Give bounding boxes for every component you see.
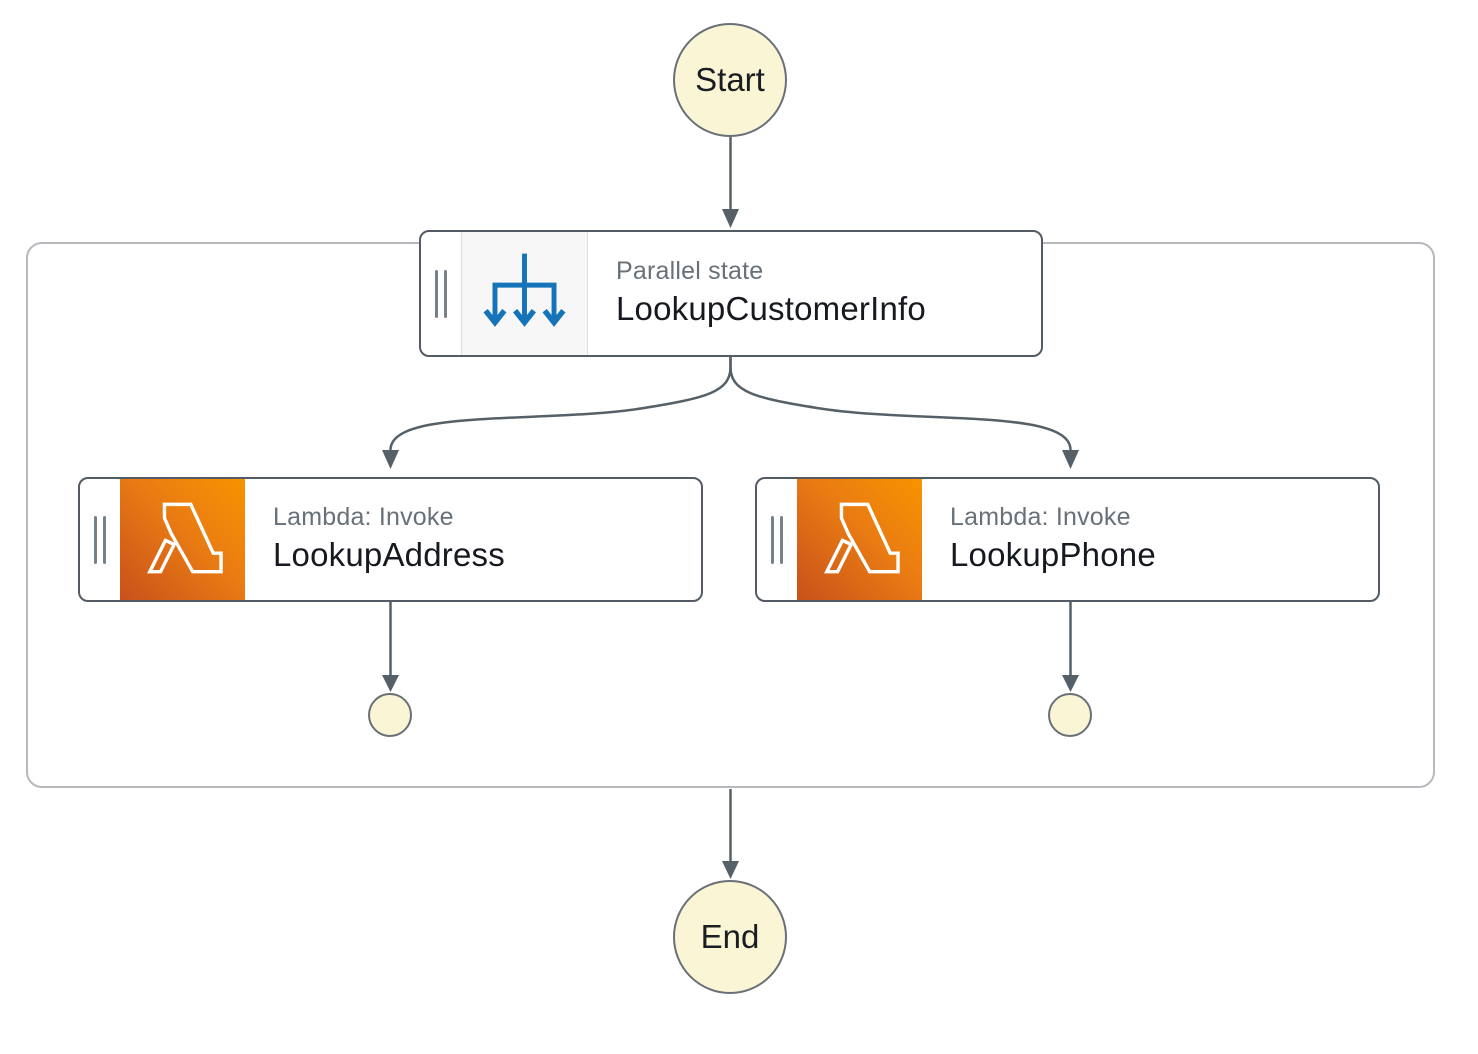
lambda-icon [797, 479, 922, 600]
branch-terminal-circle [1048, 693, 1092, 737]
lambda-icon [120, 479, 245, 600]
state-node-lookupcustomerinfo[interactable]: Parallel state LookupCustomerInfo [419, 230, 1043, 357]
drag-handle-icon[interactable] [757, 479, 797, 600]
state-node-lookupaddress[interactable]: Lambda: Invoke LookupAddress [78, 477, 703, 602]
parallel-branch-icon [461, 232, 588, 355]
drag-handle-icon[interactable] [80, 479, 120, 600]
end-label: End [700, 918, 760, 955]
state-node-lookupphone[interactable]: Lambda: Invoke LookupPhone [755, 477, 1380, 602]
state-name: LookupPhone [950, 535, 1156, 573]
branch-terminal-circle [368, 693, 412, 737]
start-label: Start [695, 61, 765, 98]
arrowhead [722, 209, 739, 228]
state-type-label: Lambda: Invoke [950, 503, 1131, 532]
end-node: End [673, 880, 787, 994]
state-type-label: Lambda: Invoke [273, 503, 454, 532]
drag-handle-icon[interactable] [421, 232, 461, 355]
start-node: Start [673, 23, 787, 137]
state-type-label: Parallel state [616, 257, 764, 286]
arrowhead [722, 861, 739, 879]
state-name: LookupAddress [273, 535, 505, 573]
state-name: LookupCustomerInfo [616, 289, 926, 327]
